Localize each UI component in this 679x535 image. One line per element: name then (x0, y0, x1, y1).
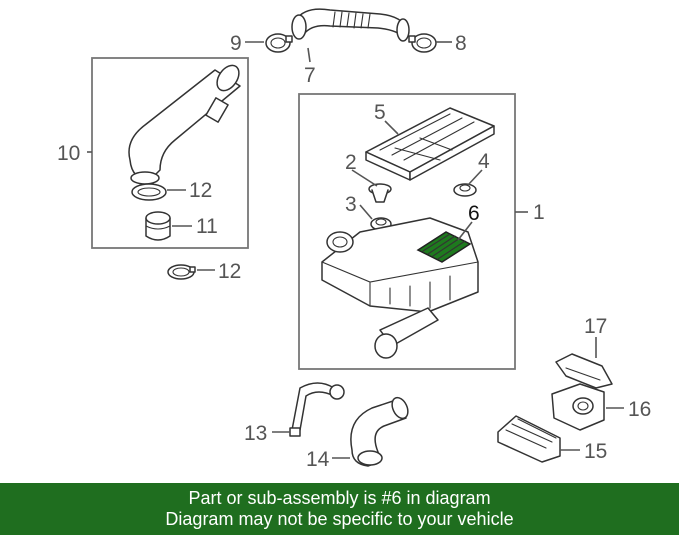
callout-7: 7 (304, 64, 316, 87)
banner-line-1: Part or sub-assembly is #6 in diagram (188, 488, 491, 508)
callout-13: 13 (244, 422, 267, 445)
callout-12-upper: 12 (189, 179, 212, 202)
air-filter-element-part-6[interactable] (416, 231, 472, 263)
air-cleaner-cover-part[interactable] (365, 107, 495, 181)
hose-clamp-part-12-upper[interactable] (131, 183, 167, 201)
air-duct-elbow-part[interactable] (350, 395, 411, 467)
callout-12-lower: 12 (218, 260, 241, 283)
housing-bracket-part-16[interactable] (551, 383, 605, 431)
callout-3: 3 (345, 193, 357, 216)
callout-8: 8 (455, 32, 467, 55)
parts-diagram: 1 2 3 4 5 6 7 8 9 10 11 12 12 13 14 15 1… (57, 8, 651, 471)
air-inlet-part-15[interactable] (497, 415, 561, 463)
hose-clamp-part-9[interactable] (265, 33, 293, 53)
callout-16: 16 (628, 398, 651, 421)
breather-hose-part[interactable] (289, 382, 345, 437)
intake-tube-part[interactable] (128, 61, 243, 185)
callout-numbers: 1 2 3 4 5 6 7 8 9 10 11 12 12 13 14 15 1… (57, 32, 651, 471)
grommet-part-2[interactable] (368, 183, 392, 203)
callout-11: 11 (196, 215, 218, 238)
intake-pipe-group-box (91, 57, 249, 249)
callout-15: 15 (584, 440, 607, 463)
hose-clamp-part-8[interactable] (408, 33, 437, 53)
info-banner: Part or sub-assembly is #6 in diagram Di… (0, 483, 679, 535)
callout-10: 10 (57, 142, 80, 165)
callout-5: 5 (374, 101, 386, 124)
callout-2: 2 (345, 151, 357, 174)
callout-6: 6 (468, 202, 480, 225)
hose-clamp-part-12-lower[interactable] (167, 264, 196, 280)
callout-1: 1 (533, 201, 545, 224)
banner-line-2: Diagram may not be specific to your vehi… (165, 509, 514, 529)
callout-17: 17 (584, 315, 607, 338)
callout-14: 14 (306, 448, 330, 471)
intake-duct-part[interactable] (291, 8, 410, 42)
coupler-part[interactable] (145, 211, 171, 241)
deflector-part-17[interactable] (555, 353, 613, 389)
callout-4: 4 (478, 150, 490, 173)
grommet-part-4[interactable] (453, 183, 477, 197)
leader-lines (87, 41, 624, 459)
callout-9: 9 (230, 32, 242, 55)
air-cleaner-group-box (298, 93, 516, 370)
